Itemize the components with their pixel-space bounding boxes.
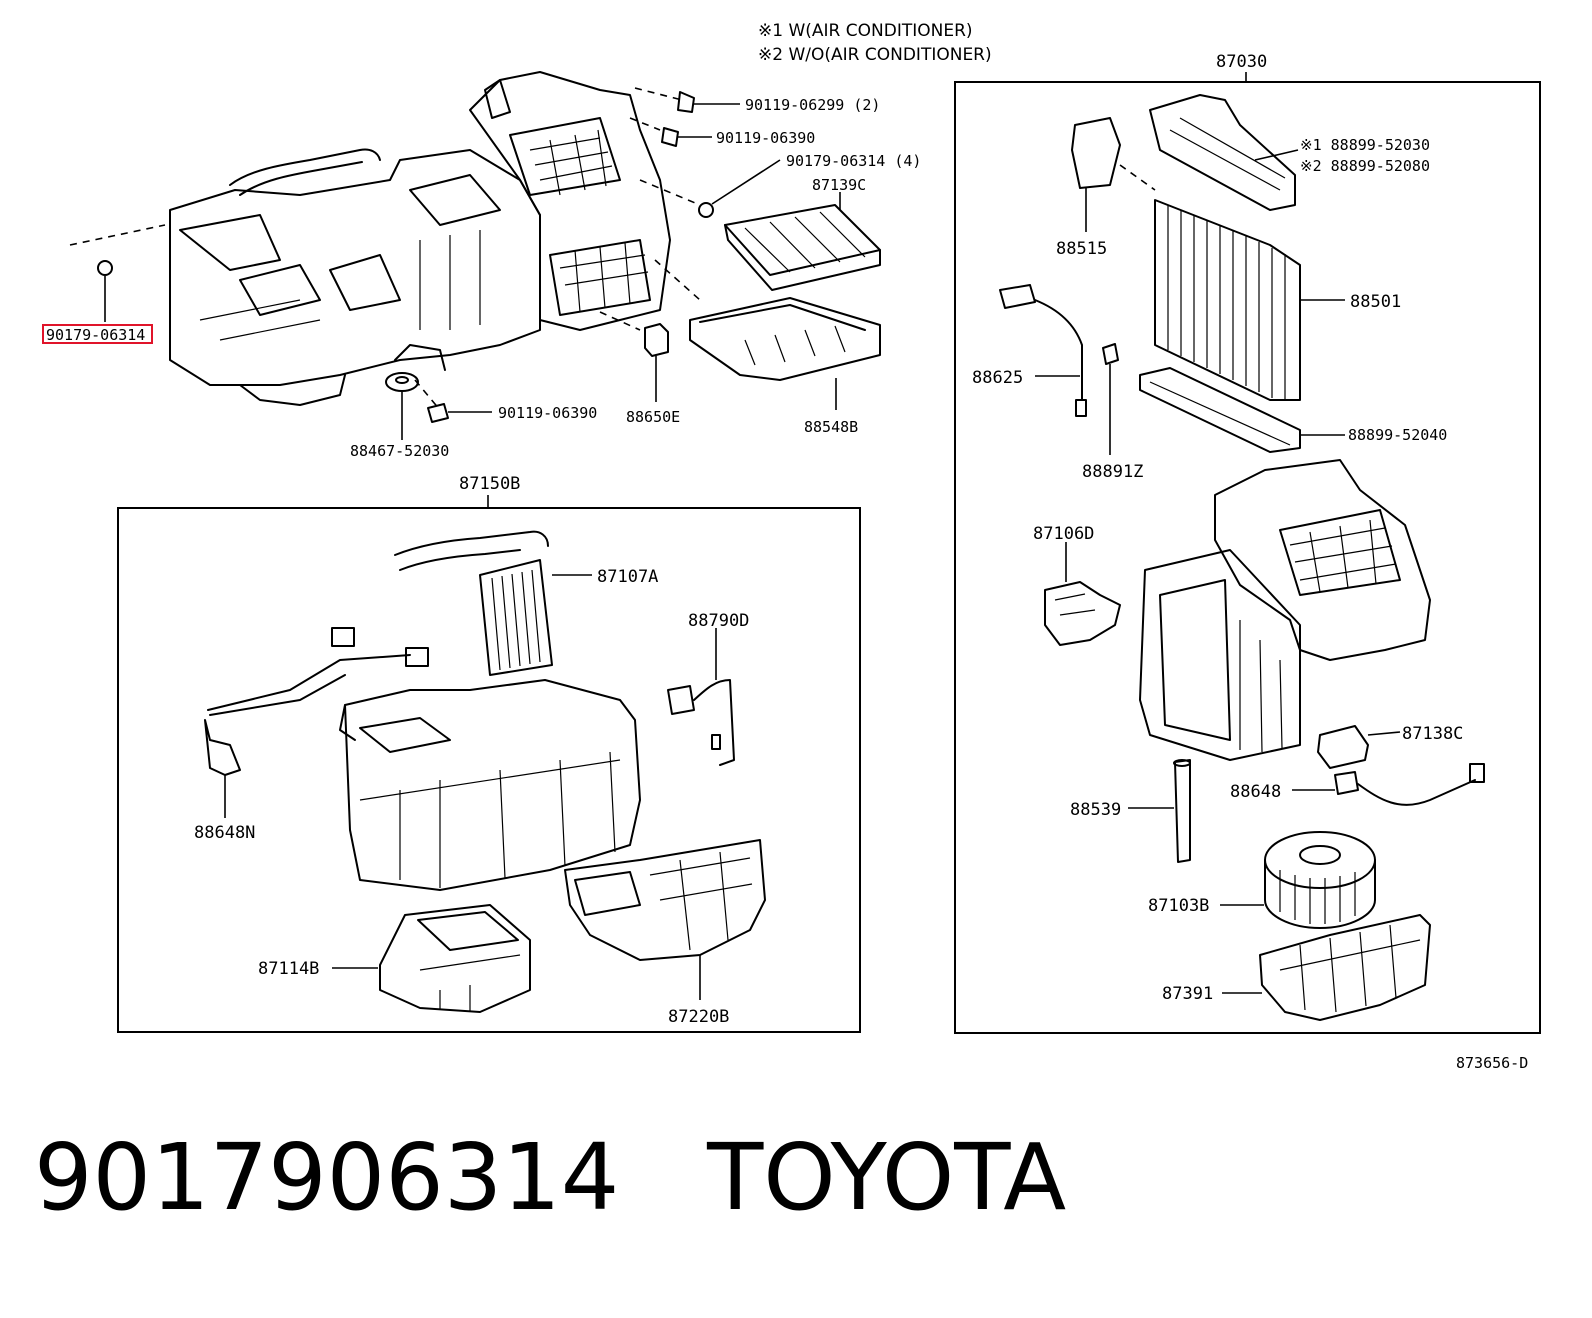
bolt-icon — [634, 87, 740, 113]
label-88899-52040[interactable]: 88899-52040 — [1348, 426, 1447, 444]
label-88548B[interactable]: 88548B — [804, 418, 858, 436]
label-90119-06299[interactable]: 90119-06299 (2) — [745, 96, 880, 114]
label-87138C[interactable]: 87138C — [1402, 724, 1463, 744]
drain-tray-illustration — [1139, 367, 1345, 453]
blower-case-illustration — [1139, 459, 1431, 761]
filter-tray-illustration — [654, 259, 881, 410]
label-88467-52030[interactable]: 88467-52030 — [350, 442, 449, 460]
note-without-air-conditioner: ※2 W/O(AIR CONDITIONER) — [758, 45, 992, 65]
label-88650E[interactable]: 88650E — [626, 408, 680, 426]
blower-box-title[interactable]: 87030 — [1216, 52, 1267, 72]
label-88899-52080[interactable]: ※2 88899-52080 — [1300, 157, 1430, 175]
blower-motor-illustration — [1220, 831, 1376, 929]
note-with-air-conditioner: ※1 W(AIR CONDITIONER) — [758, 21, 973, 41]
drain-hose-illustration — [1128, 759, 1191, 863]
label-88501[interactable]: 88501 — [1350, 292, 1401, 312]
screw-icon-lower — [414, 379, 492, 423]
label-88539[interactable]: 88539 — [1070, 800, 1121, 820]
duct-left-illustration — [332, 904, 531, 1013]
temperature-sensor-illustration — [999, 284, 1087, 417]
wire-harness-illustration — [204, 627, 429, 818]
duct-right-illustration — [564, 839, 766, 1000]
label-90119-06390-lower[interactable]: 90119-06390 — [498, 404, 597, 422]
thermistor-illustration-2 — [1102, 343, 1119, 455]
blower-harness-illustration — [1292, 763, 1485, 806]
label-90179-06314[interactable]: 90179-06314 — [46, 326, 145, 344]
highlighted-part-box — [42, 324, 153, 344]
caption-part-number: 9017906314 — [34, 1124, 620, 1231]
evaporator-cover-illustration — [1149, 94, 1299, 211]
lower-case-illustration — [1222, 914, 1431, 1021]
label-90179-06314-4[interactable]: 90179-06314 (4) — [786, 152, 921, 170]
label-87107A[interactable]: 87107A — [597, 567, 658, 587]
heater-case-illustration — [339, 679, 641, 891]
label-87220B[interactable]: 87220B — [668, 1007, 729, 1027]
label-88648N[interactable]: 88648N — [194, 823, 255, 843]
illustration-code: 873656-D — [1456, 1054, 1528, 1072]
part-caption: 9017906314 TOYOTA — [34, 1132, 1066, 1224]
label-88899-52030[interactable]: ※1 88899-52030 — [1300, 136, 1430, 154]
servo-motor-illustration — [1044, 542, 1121, 646]
evaporator-illustration — [1154, 199, 1345, 401]
label-88625[interactable]: 88625 — [972, 368, 1023, 388]
caption-brand: TOYOTA — [707, 1124, 1067, 1231]
relay-illustration — [599, 311, 669, 402]
thermistor-illustration — [667, 628, 735, 766]
heater-subassembly-frame — [117, 507, 861, 1033]
nut-icon — [639, 159, 781, 218]
label-88648[interactable]: 88648 — [1230, 782, 1281, 802]
expansion-valve-illustration — [1071, 117, 1156, 232]
label-88515[interactable]: 88515 — [1056, 239, 1107, 259]
label-87106D[interactable]: 87106D — [1033, 524, 1094, 544]
label-87391[interactable]: 87391 — [1162, 984, 1213, 1004]
air-filter-illustration — [724, 192, 881, 291]
label-88891Z[interactable]: 88891Z — [1082, 462, 1143, 482]
label-87139C[interactable]: 87139C — [812, 176, 866, 194]
label-87103B[interactable]: 87103B — [1148, 896, 1209, 916]
resistor-illustration — [1317, 725, 1401, 769]
label-87114B[interactable]: 87114B — [258, 959, 319, 979]
grommet-illustration — [385, 372, 419, 440]
blower-subassembly-frame — [954, 81, 1541, 1034]
label-88790D[interactable]: 88790D — [688, 611, 749, 631]
screw-icon — [629, 117, 712, 147]
parts-diagram: ※1 W(AIR CONDITIONER) ※2 W/O(AIR CONDITI… — [42, 21, 1541, 1072]
label-90119-06390-upper[interactable]: 90119-06390 — [716, 129, 815, 147]
main-heater-unit-illustration — [169, 71, 671, 406]
heater-core-illustration — [394, 530, 592, 676]
heater-box-title[interactable]: 87150B — [459, 474, 520, 494]
